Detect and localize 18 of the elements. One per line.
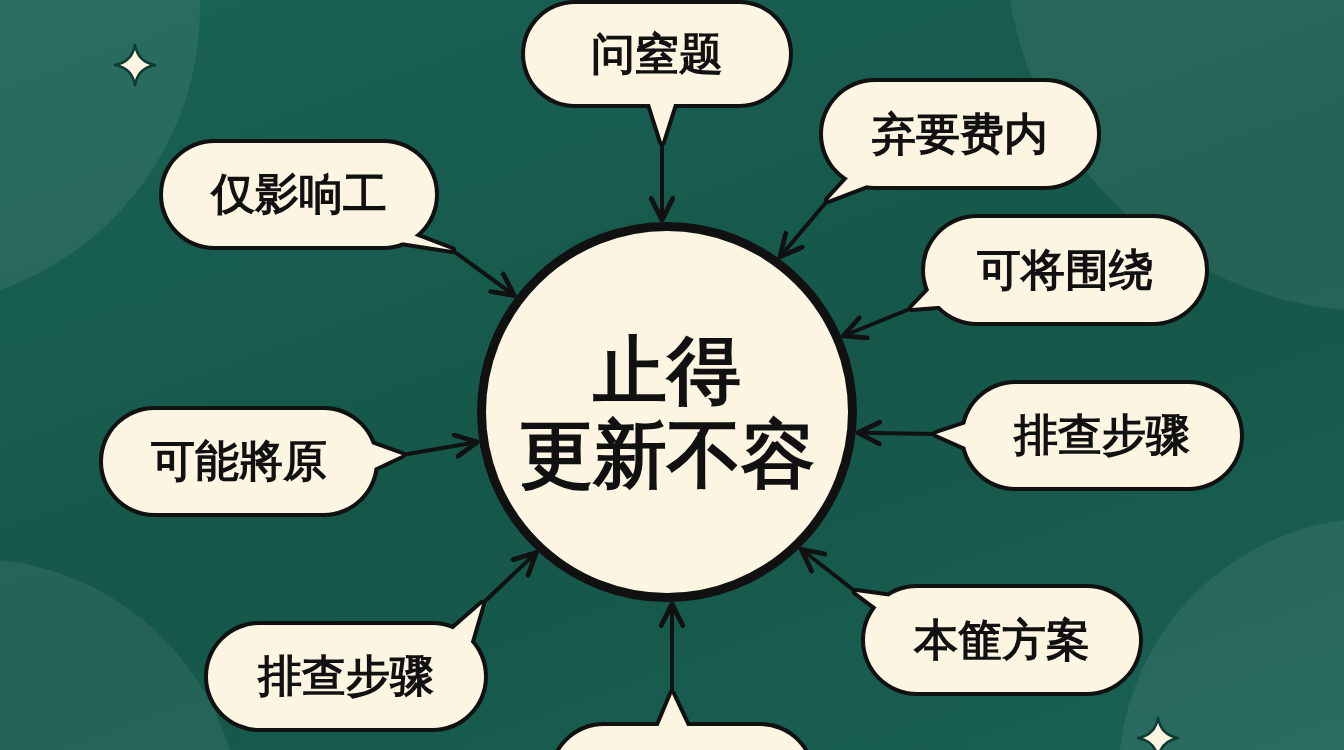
topic-circle [477, 222, 857, 602]
speech-bubble [203, 599, 489, 733]
speech-bubble [158, 138, 457, 255]
bubble-text: 弃要费内 [872, 107, 1048, 161]
bubble-text: 本篚方案 [914, 613, 1090, 667]
speech-bubble [851, 583, 1144, 697]
bubble-text: 仅影响工 [211, 168, 387, 221]
bubble-text: 排查步骤 [1014, 409, 1190, 462]
bubble-text: 问窒题 [591, 27, 723, 81]
topic-text: 止得更新不容 [519, 327, 815, 497]
speech-bubble [907, 213, 1210, 327]
speech-bubble [98, 405, 407, 518]
speech-bubble [520, 0, 794, 147]
bubble-text: 排查步骤 [258, 650, 434, 703]
bubble-text: 可能將原 [151, 435, 327, 488]
speech-bubble [931, 379, 1245, 492]
speech-bubble [818, 77, 1102, 205]
bubble-text: 可将围绕 [977, 243, 1153, 297]
